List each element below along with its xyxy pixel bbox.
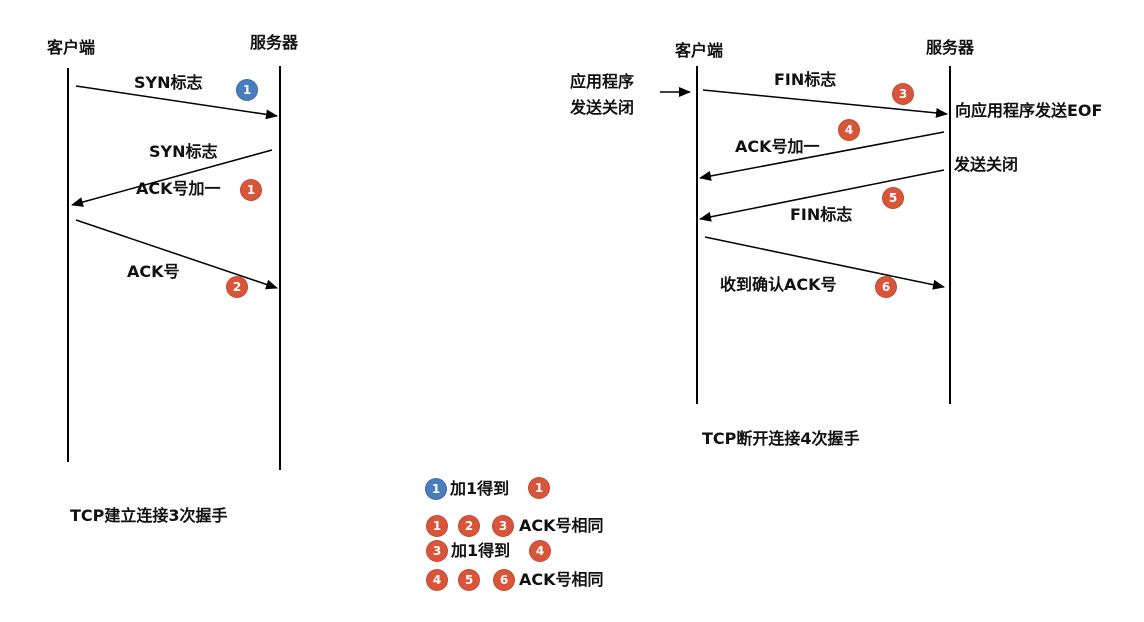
teardown-server-eof: 向应用程序发送EOF (955, 101, 1103, 120)
teardown-msg4-label: 收到确认ACK号 (720, 275, 837, 294)
teardown-app-close-line1: 应用程序 (570, 72, 635, 91)
legend-row1-badge: 1 (426, 479, 446, 499)
legend-row1-text: 加1得到 (450, 479, 510, 498)
teardown-msg3-arrow (699, 169, 945, 222)
handshake-msg2-label-ack: ACK号加一 (136, 179, 221, 198)
teardown-msg1-arrow (702, 89, 948, 118)
legend-row4-badge-5: 5 (459, 570, 479, 590)
teardown-client-label: 客户端 (675, 41, 724, 60)
teardown-msg4-arrow (704, 236, 945, 290)
legend-row3-result: 4 (530, 541, 550, 561)
legend-row3-text: 加1得到 (451, 541, 511, 560)
handshake-msg3-badge: 2 (227, 277, 247, 297)
legend-row4-badge-4: 4 (427, 570, 447, 590)
handshake-msg1-badge: 1 (237, 80, 257, 100)
handshake-msg2-arrow (71, 149, 273, 207)
teardown-msg3-label: FIN标志 (790, 205, 853, 224)
teardown-msg2-label: ACK号加一 (735, 137, 820, 156)
handshake-client-label: 客户端 (47, 38, 96, 57)
teardown-msg3-badge: 5 (883, 188, 903, 208)
teardown-server-label: 服务器 (926, 38, 975, 57)
handshake-server-label: 服务器 (250, 33, 299, 52)
legend-row2-badge-3: 3 (493, 516, 513, 536)
teardown-server-close: 发送关闭 (954, 155, 1019, 174)
legend-row4-badge-6: 6 (494, 570, 514, 590)
handshake-msg2-label-syn: SYN标志 (149, 142, 218, 161)
handshake-msg1-label: SYN标志 (134, 73, 203, 92)
legend-row2-badge-1: 1 (427, 516, 447, 536)
legend-row4-text: ACK号相同 (519, 570, 604, 589)
handshake-msg2-badge: 1 (241, 180, 261, 200)
teardown-msg2-arrow (699, 131, 945, 181)
teardown-msg1-badge: 3 (893, 84, 913, 104)
teardown-msg2-badge: 4 (839, 120, 859, 140)
teardown-caption: TCP断开连接4次握手 (702, 429, 860, 448)
legend-row2-text: ACK号相同 (519, 516, 604, 535)
handshake-msg3-label: ACK号 (127, 262, 180, 281)
teardown-app-close-line2: 发送关闭 (570, 98, 635, 117)
teardown-msg4-badge: 6 (876, 277, 896, 297)
handshake-msg3-arrow (75, 219, 278, 290)
legend-row2-badge-2: 2 (459, 516, 479, 536)
teardown-msg1-label: FIN标志 (774, 70, 837, 89)
legend-row1-result: 1 (529, 478, 549, 498)
handshake-msg1-arrow (75, 85, 278, 120)
handshake-caption: TCP建立连接3次握手 (70, 506, 228, 525)
legend-row3-badge: 3 (427, 541, 447, 561)
